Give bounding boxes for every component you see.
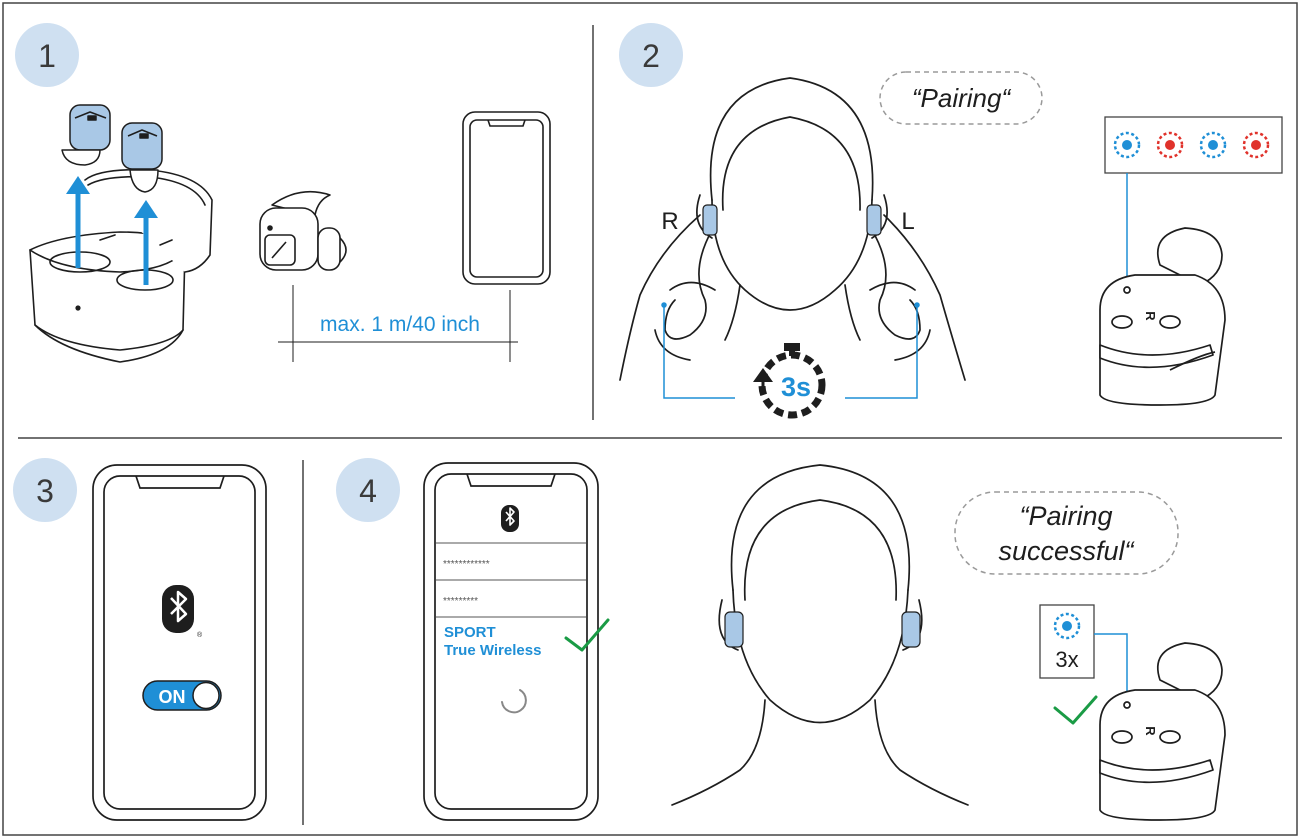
blink-count: 3x [1055,647,1078,672]
lift-arrows [66,176,158,285]
step-badge-3 [13,458,77,522]
led-sequence-box [1104,116,1283,174]
led-sequence [1113,131,1270,159]
distance-measurement [278,285,518,362]
earbud-side-view [259,190,347,271]
head-touching-earbuds [619,77,966,381]
speech-text-pairing: “Pairing“ [912,83,1012,113]
toggle-label-on: ON [159,687,186,707]
speech-bubble-pairing [879,71,1043,125]
earbud-in-right-ear [702,204,718,236]
loading-spinner-icon [501,689,527,714]
step-3-panel: 3 ® ON [13,458,267,821]
device-list-item-1[interactable]: ************ [443,559,490,570]
earbud-right-lifted [121,122,163,193]
step-2-panel: 2 “Pairing“ R L [619,23,1283,419]
head-with-earbuds [671,464,969,806]
speech-bubble-success [954,491,1179,575]
earbud-closeup-step2 [1099,227,1226,406]
step-badge-2 [619,23,683,87]
earbud-closeup-step4 [1099,642,1226,821]
speech-text-line2: successful“ [998,536,1135,566]
step-4-panel: 4 ************ ********* SPORT True Wire… [336,458,1226,821]
blink-indicator-box [1039,604,1095,679]
svg-text:®: ® [197,631,203,639]
device-name-line1[interactable]: SPORT [444,624,496,641]
check-icon-device [564,618,610,652]
toggle-knob[interactable] [192,681,220,710]
earbud-in-ear-left-4 [901,611,921,648]
device-name-line2[interactable]: True Wireless [444,642,541,659]
blink-pointer-line [1094,633,1128,700]
led-red-icon [1242,131,1270,159]
led-blue-icon [1053,612,1081,640]
earbud-r-mark: R [1143,311,1158,321]
hold-bracket [661,302,920,399]
led-blue-icon [1199,131,1227,159]
device-list-item-2[interactable]: ********* [443,596,478,607]
bluetooth-icon: ® [162,585,203,639]
step-number-1: 1 [38,38,56,74]
step-1-panel: 1 [15,23,551,363]
hold-time-label: 3s [781,372,811,402]
bluetooth-toggle[interactable]: ON [142,680,222,711]
step-number-3: 3 [36,473,54,509]
speech-text-line1: “Pairing [1019,501,1112,531]
step-number-2: 2 [642,38,660,74]
timer-icon [753,343,826,419]
charging-case [29,168,213,363]
step-badge-1 [15,23,79,87]
phone-step4 [423,462,599,821]
label-left-ear: L [901,208,914,235]
distance-label: max. 1 m/40 inch [320,313,480,336]
earbud-r-mark-4: R [1143,726,1158,736]
earbud-in-ear-right-4 [724,611,744,648]
led-red-icon [1156,131,1184,159]
led-blue-icon [1113,131,1141,159]
earbud-left-lifted [61,104,111,166]
phone-step3 [92,464,267,821]
phone-step1 [462,111,551,285]
earbud-in-left-ear [866,204,882,236]
check-icon-success [1053,695,1098,725]
step-badge-4 [336,458,400,522]
step-number-4: 4 [359,473,377,509]
label-right-ear: R [661,208,678,235]
bluetooth-icon-small [501,505,519,532]
